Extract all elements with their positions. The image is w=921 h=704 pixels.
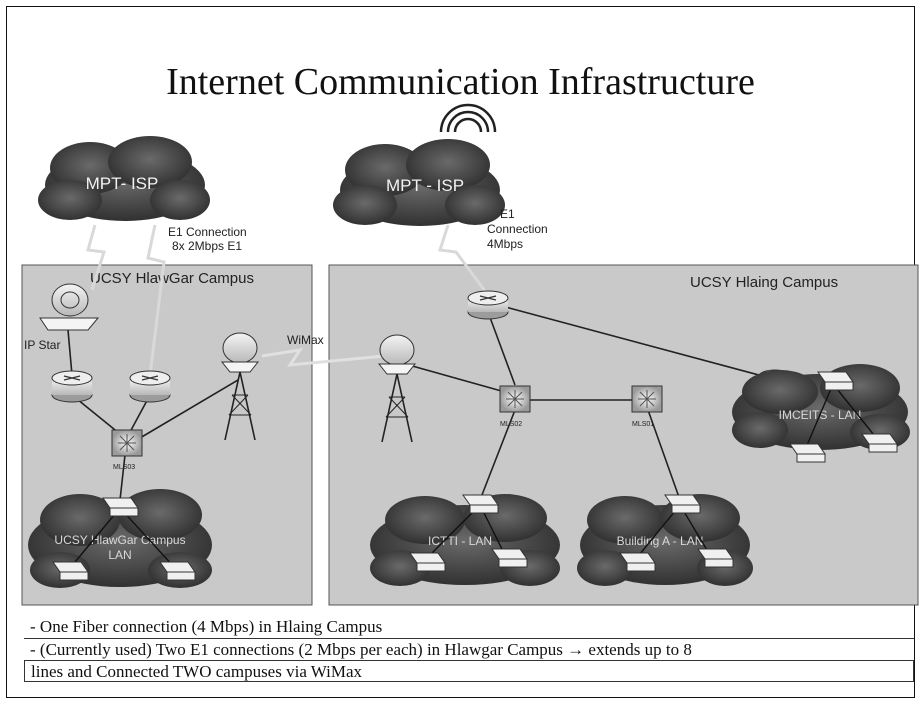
isp-right-label: MPT - ISP [386, 176, 464, 195]
e1-link-right [438, 224, 490, 296]
router-icon-hlawgar-1 [51, 370, 93, 403]
mls01-label: MLS01 [632, 421, 654, 428]
wimax-tower-left-icon [220, 332, 260, 441]
e1-right-label-3: 4Mbps [487, 237, 523, 251]
e1-link-left-b [146, 224, 166, 376]
lan-building-a-label: Building A - LAN [617, 534, 704, 548]
lan-ictti-label: ICTTI - LAN [428, 534, 492, 548]
lan-switch-icons [52, 371, 898, 581]
e1-left-label-1: E1 Connection [168, 225, 247, 239]
wimax-label: WiMax [287, 333, 324, 347]
e1-link-left-a [86, 224, 106, 291]
isp-cloud-right [333, 139, 505, 226]
mls03-label: MLS03 [113, 464, 135, 471]
e1-right-label-2: Connection [487, 222, 548, 236]
page-title: Internet Communication Infrastructure [166, 61, 755, 103]
ip-star-satellite-icon [39, 283, 100, 331]
mls02-switch-icon [499, 385, 531, 413]
isp-left-label: MPT- ISP [86, 174, 159, 193]
note-line-3: lines and Connected TWO campuses via WiM… [24, 660, 914, 682]
lan-hlawgar-label-2: LAN [108, 548, 131, 562]
lan-hlawgar-label-1: UCSY HlawGar Campus [54, 533, 185, 547]
router-icon-hlawgar-2 [129, 370, 171, 403]
wireless-signal-icon [439, 103, 497, 133]
e1-right-label-1: E1 [500, 207, 515, 221]
hlawgar-campus-label: UCSY HlawGar Campus [90, 270, 254, 287]
mls03-switch-icon [111, 429, 143, 457]
router-icon-hlaing-main [467, 290, 509, 320]
mls02-label: MLS02 [500, 421, 522, 428]
note-line-2: - (Currently used) Two E1 connections (2… [24, 638, 914, 660]
mls01-switch-icon [631, 385, 663, 413]
hlaing-campus-label: UCSY Hlaing Campus [690, 274, 838, 291]
e1-left-label-2: 8x 2Mbps E1 [172, 239, 242, 253]
lan-cloud-imceits [732, 364, 910, 450]
wimax-tower-right-icon [377, 334, 417, 443]
wimax-link [261, 347, 386, 367]
isp-cloud-left [38, 136, 210, 221]
note-line-1: - One Fiber connection (4 Mbps) in Hlain… [30, 617, 383, 636]
notes-block: - One Fiber connection (4 Mbps) in Hlain… [24, 616, 914, 682]
ip-star-label: IP Star [24, 338, 60, 352]
